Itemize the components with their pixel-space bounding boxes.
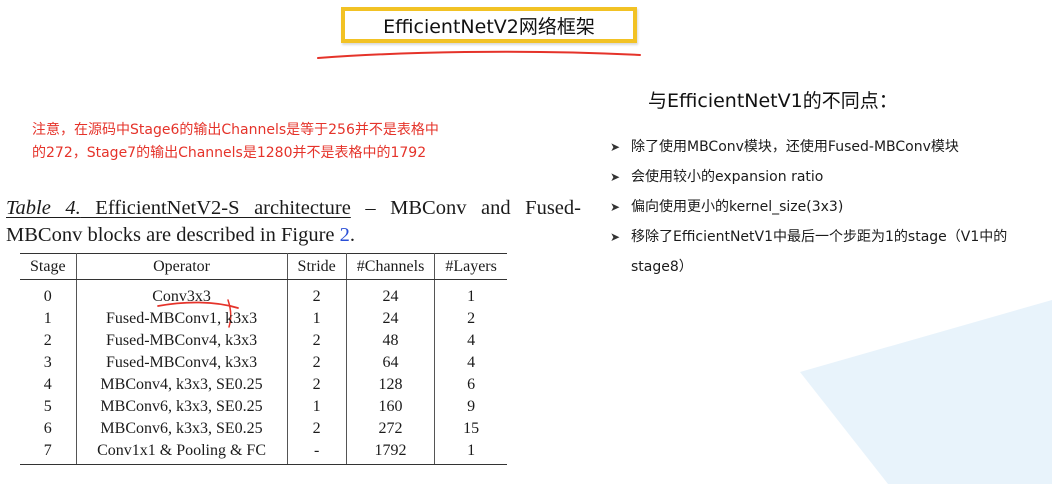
- list-item: ➤ 偏向使用更小的kernel_size(3x3): [610, 192, 1050, 222]
- caption-title: EfficientNetV2-S architecture: [80, 197, 351, 219]
- note-line-1: 注意，在源码中Stage6的输出Channels是等于256并不是表格中: [32, 122, 439, 138]
- cell-channels: 64: [346, 352, 436, 374]
- cell-channels: 48: [346, 330, 436, 352]
- table-header-row: Stage Operator Stride #Channels #Layers: [20, 253, 507, 280]
- cell-stage: 5: [20, 396, 77, 418]
- cell-layers: 4: [467, 354, 476, 371]
- cell-stage: 2: [20, 330, 77, 352]
- list-item: ➤ 会使用较小的expansion ratio: [610, 162, 1050, 192]
- title-underline-stroke: [317, 50, 641, 59]
- table-row: 5 MBConv6, k3x3, SE0.25 1 160 9: [20, 396, 507, 418]
- source-code-note: 注意，在源码中Stage6的输出Channels是等于256并不是表格中 的27…: [32, 119, 532, 165]
- cell-operator: MBConv6, k3x3, SE0.25: [76, 418, 288, 440]
- cell-operator: Fused-MBConv4, k3x3: [76, 330, 288, 352]
- table-row: 6 MBConv6, k3x3, SE0.25 2 272 15: [20, 418, 507, 440]
- architecture-table: Stage Operator Stride #Channels #Layers …: [20, 253, 507, 465]
- table-row: 1 Fused-MBConv1, k3x3 1 24 2: [20, 308, 507, 330]
- list-item: ➤ 移除了EfficientNetV1中最后一个步距为1的stage（V1中的s…: [610, 222, 1050, 282]
- header-stage: Stage: [20, 253, 77, 280]
- caption-end: .: [349, 224, 356, 246]
- table-row: 3 Fused-MBConv4, k3x3 2 64 4: [20, 352, 507, 374]
- cell-stride: 2: [287, 330, 347, 352]
- cell-stride: 1: [287, 308, 347, 330]
- list-item: ➤ 除了使用MBConv模块，还使用Fused-MBConv模块: [610, 132, 1050, 162]
- list-item-text: 会使用较小的expansion ratio: [631, 169, 824, 185]
- cell-operator: Conv1x1 & Pooling & FC: [76, 440, 288, 465]
- table-row: 7 Conv1x1 & Pooling & FC - 1792 1: [20, 440, 507, 465]
- slide-title: EfficientNetV2网络框架: [383, 15, 595, 38]
- arrow-right-icon: ➤: [610, 230, 621, 244]
- cell-operator: Fused-MBConv4, k3x3: [76, 352, 288, 374]
- header-operator: Operator: [76, 253, 288, 280]
- cell-stride: 2: [287, 279, 347, 308]
- cell-channels: 1792: [346, 440, 436, 465]
- cell-stride: -: [287, 440, 347, 465]
- cell-channels: 160: [346, 396, 436, 418]
- differences-title: 与EfficientNetV1的不同点：: [648, 90, 898, 112]
- note-line-2: 的272，Stage7的输出Channels是1280并不是表格中的1792: [32, 145, 427, 161]
- cell-stage: 1: [20, 308, 77, 330]
- cell-layers: 15: [463, 420, 480, 437]
- cell-channels: 272: [346, 418, 436, 440]
- arrow-right-icon: ➤: [610, 140, 621, 154]
- cell-stage: 3: [20, 352, 77, 374]
- caption-figure-ref: 2: [339, 224, 350, 246]
- cell-layers: 1: [467, 288, 476, 305]
- table-row: 2 Fused-MBConv4, k3x3 2 48 4: [20, 330, 507, 352]
- cell-stride: 1: [287, 396, 347, 418]
- cell-layers: 1: [434, 440, 507, 465]
- cell-operator: Conv3x3: [76, 279, 288, 308]
- cell-channels: 24: [346, 308, 436, 330]
- differences-list: ➤ 除了使用MBConv模块，还使用Fused-MBConv模块 ➤ 会使用较小…: [610, 132, 1050, 282]
- cell-stride: 2: [287, 352, 347, 374]
- slide-title-box: EfficientNetV2网络框架: [341, 7, 637, 43]
- cell-stage: 0: [20, 279, 77, 308]
- cell-channels: 24: [346, 279, 436, 308]
- table-caption: Table 4. EfficientNetV2-S architecture –…: [6, 195, 581, 249]
- cell-layers: 4: [467, 332, 476, 349]
- arrow-right-icon: ➤: [610, 200, 621, 214]
- cell-stride: 2: [287, 418, 347, 440]
- cell-stage: 7: [20, 440, 77, 465]
- cell-layers: 9: [467, 398, 476, 415]
- cell-stage: 6: [20, 418, 77, 440]
- cell-layers: 6: [467, 376, 476, 393]
- cell-stride: 2: [287, 374, 347, 396]
- cell-operator: Fused-MBConv1, k3x3: [76, 308, 288, 330]
- header-stride: Stride: [287, 253, 347, 280]
- cell-channels: 128: [346, 374, 436, 396]
- caption-label: Table 4.: [6, 197, 81, 219]
- cell-layers: 2: [467, 310, 476, 327]
- list-item-text: 除了使用MBConv模块，还使用Fused-MBConv模块: [631, 139, 959, 155]
- header-layers: #Layers: [434, 253, 507, 280]
- cell-stage: 4: [20, 374, 77, 396]
- table-row: 0 Conv3x3 2 24 1: [20, 279, 507, 308]
- caption-description: – MBConv and Fused-MBConv blocks are des…: [6, 197, 581, 246]
- table-row: 4 MBConv4, k3x3, SE0.25 2 128 6: [20, 374, 507, 396]
- list-item-text: 偏向使用更小的kernel_size(3x3): [631, 199, 844, 215]
- cell-operator: MBConv6, k3x3, SE0.25: [76, 396, 288, 418]
- header-channels: #Channels: [346, 253, 436, 280]
- cell-operator: MBConv4, k3x3, SE0.25: [76, 374, 288, 396]
- list-item-text: 移除了EfficientNetV1中最后一个步距为1的stage（V1中的sta…: [631, 229, 1008, 275]
- arrow-right-icon: ➤: [610, 170, 621, 184]
